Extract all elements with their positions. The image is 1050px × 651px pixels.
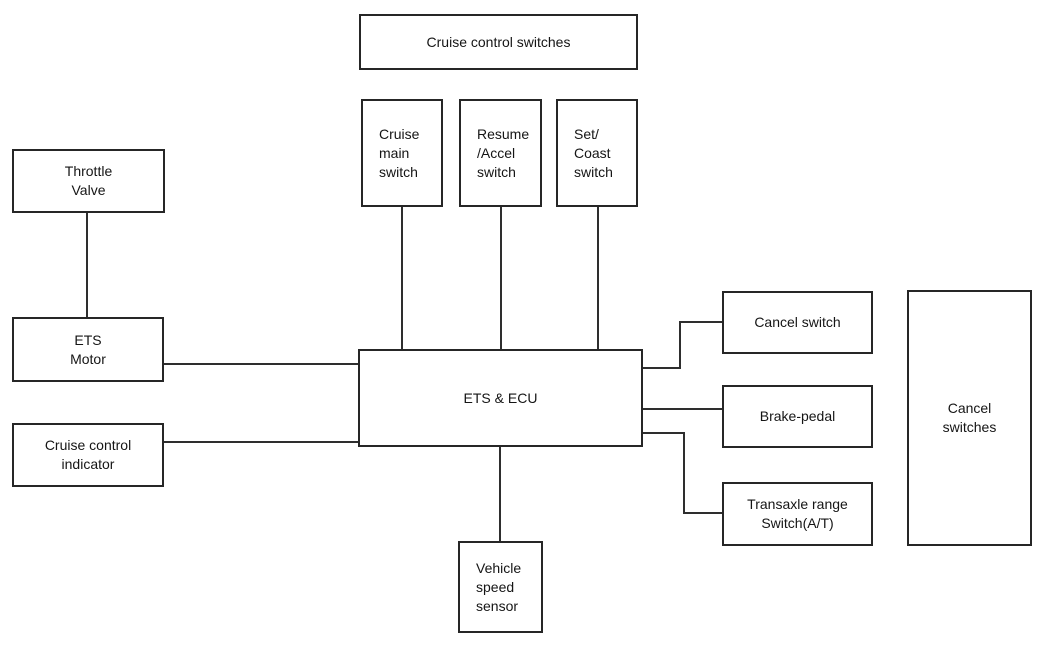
connector-ecu-to-transaxle-seg1 [643,432,685,434]
node-resume-accel-switch: Resume /Accel switch [459,99,542,207]
connector-ets-motor-to-ecu [164,363,358,365]
node-ets-ecu: ETS & ECU [358,349,643,447]
connector-ecu-to-vehicle-speed-sensor [499,447,501,541]
connector-ecu-to-transaxle-seg2 [683,432,685,514]
node-set-coast-switch-label: Set/ Coast switch [574,125,613,180]
connector-ecu-to-cancel-switch-seg3 [679,321,722,323]
connector-resume-accel-switch-to-ecu [500,207,502,349]
node-cruise-main-switch-label: Cruise main switch [379,125,420,180]
node-ets-motor-label: ETS Motor [70,331,106,367]
node-transaxle-range-switch: Transaxle range Switch(A/T) [722,482,873,546]
node-cruise-control-switches: Cruise control switches [359,14,638,70]
node-cruise-control-indicator-label: Cruise control indicator [44,437,132,472]
node-ets-motor: ETS Motor [12,317,164,382]
connector-cruise-main-switch-to-ecu [401,207,403,349]
node-ets-ecu-label: ETS & ECU [463,389,538,406]
node-brake-pedal: Brake-pedal [722,385,873,448]
node-cruise-control-indicator: Cruise control indicator [12,423,164,487]
node-cancel-switch-label: Cancel switch [754,314,841,330]
connector-ecu-to-transaxle-seg3 [683,512,722,514]
connector-ecu-to-cancel-switch-seg1 [643,367,681,369]
connector-throttle-valve-to-ets-motor [86,213,88,317]
node-vehicle-speed-sensor-label: Vehicle speed sensor [476,559,522,614]
node-cancel-switches-label: Cancel switches [942,400,997,435]
connector-ecu-to-cancel-switch-seg2 [679,321,681,369]
node-vehicle-speed-sensor: Vehicle speed sensor [458,541,543,633]
connector-set-coast-switch-to-ecu [597,207,599,349]
connector-ecu-to-brake-pedal [643,408,722,410]
connector-cruise-indicator-to-ecu [164,441,358,443]
node-cancel-switches: Cancel switches [907,290,1032,546]
node-cruise-main-switch: Cruise main switch [361,99,443,207]
node-cancel-switch: Cancel switch [722,291,873,354]
node-resume-accel-switch-label: Resume /Accel switch [477,125,530,180]
node-throttle-valve-label: Throttle Valve [64,163,113,198]
node-set-coast-switch: Set/ Coast switch [556,99,638,207]
node-throttle-valve: Throttle Valve [12,149,165,213]
node-brake-pedal-label: Brake-pedal [759,408,836,424]
node-transaxle-range-switch-label: Transaxle range Switch(A/T) [747,496,848,531]
node-cruise-control-switches-label: Cruise control switches [426,33,571,50]
